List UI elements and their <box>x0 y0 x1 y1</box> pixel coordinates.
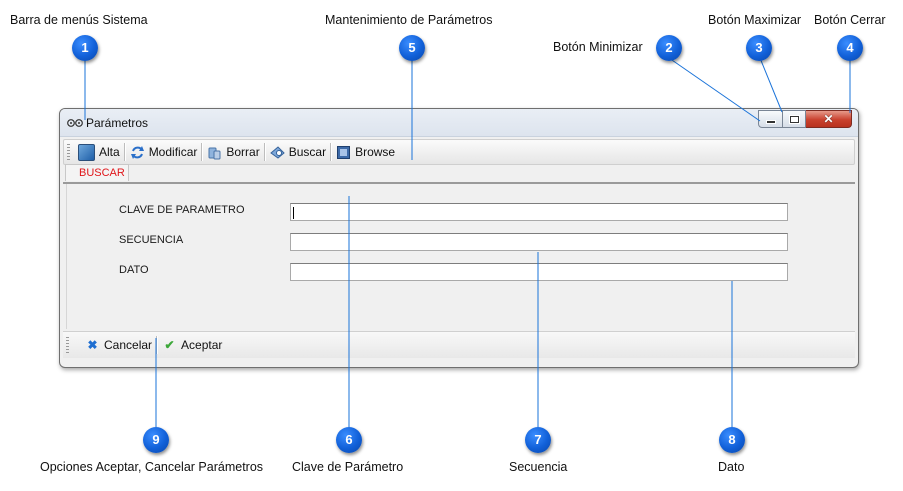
callout-8-badge: 8 <box>719 427 745 453</box>
callout-7-badge: 7 <box>525 427 551 453</box>
callout-2-label: Botón Minimizar <box>553 40 643 54</box>
callout-9-label: Opciones Aceptar, Cancelar Parámetros <box>40 460 264 474</box>
close-button[interactable]: ✕ <box>806 110 852 128</box>
browse-icon <box>337 145 351 159</box>
toolbar-grip[interactable] <box>67 144 70 160</box>
clave-field[interactable] <box>290 203 788 221</box>
secuencia-label: SECUENCIA <box>119 234 184 246</box>
callout-3-badge: 3 <box>746 35 772 61</box>
dato-label: DATO <box>119 264 149 276</box>
modificar-button[interactable]: Modificar <box>126 141 202 163</box>
dato-field[interactable] <box>290 263 788 281</box>
buscar-button[interactable]: Buscar <box>266 141 330 163</box>
callout-3-label: Botón Maximizar <box>708 13 802 27</box>
tab-strip: BUSCAR <box>63 164 855 184</box>
new-record-icon <box>78 143 95 161</box>
toolbar: Alta Modificar Borrar B <box>63 139 855 165</box>
action-bar: ✖ Cancelar ✔ Aceptar <box>63 331 855 358</box>
aceptar-button[interactable]: ✔ Aceptar <box>158 334 226 356</box>
action-bar-grip[interactable] <box>66 337 69 353</box>
callout-1-badge: 1 <box>72 35 98 61</box>
tab-buscar[interactable]: BUSCAR <box>65 164 129 181</box>
system-menu-icon[interactable] <box>67 118 83 128</box>
browse-button[interactable]: Browse <box>332 141 399 163</box>
close-icon: ✕ <box>823 112 834 126</box>
delete-icon <box>208 147 221 159</box>
modificar-label: Modificar <box>148 145 198 159</box>
title-bar[interactable]: Parámetros ✕ <box>60 109 858 137</box>
callout-2-badge: 2 <box>656 35 682 61</box>
callout-6-label: Clave de Parámetro <box>292 460 404 474</box>
callout-8-label: Dato <box>718 460 745 474</box>
browse-label: Browse <box>355 145 396 159</box>
callout-9-badge: 9 <box>143 427 169 453</box>
callout-7-label: Secuencia <box>509 460 568 474</box>
maximize-button[interactable] <box>783 110 806 128</box>
callout-1-label: Barra de menús Sistema <box>10 13 148 27</box>
alta-button[interactable]: Alta <box>74 141 124 163</box>
cancelar-button[interactable]: ✖ Cancelar <box>81 334 156 356</box>
callout-5-label: Mantenimiento de Parámetros <box>325 13 493 27</box>
callout-4-label: Botón Cerrar <box>814 13 886 27</box>
cancel-icon: ✖ <box>87 338 98 352</box>
window-title: Parámetros <box>86 116 149 130</box>
buscar-label: Buscar <box>288 145 327 159</box>
callout-5-badge: 5 <box>399 35 425 61</box>
parametros-form: CLAVE DE PARAMETRO SECUENCIA DATO <box>66 184 852 329</box>
minimize-button[interactable] <box>758 110 783 128</box>
clave-label: CLAVE DE PARAMETRO <box>119 204 245 216</box>
maximize-icon <box>788 114 800 124</box>
parametros-window: Parámetros ✕ Alta Modificar <box>59 108 859 368</box>
secuencia-field[interactable] <box>290 233 788 251</box>
search-icon <box>269 145 285 159</box>
alta-label: Alta <box>99 145 120 159</box>
text-caret <box>293 207 294 219</box>
borrar-label: Borrar <box>226 145 260 159</box>
accept-icon: ✔ <box>164 338 175 352</box>
refresh-icon <box>130 145 144 159</box>
callout-6-badge: 6 <box>336 427 362 453</box>
aceptar-label: Aceptar <box>181 338 223 352</box>
minimize-icon <box>765 120 776 124</box>
borrar-button[interactable]: Borrar <box>203 141 263 163</box>
callout-4-badge: 4 <box>837 35 863 61</box>
cancelar-label: Cancelar <box>104 338 153 352</box>
